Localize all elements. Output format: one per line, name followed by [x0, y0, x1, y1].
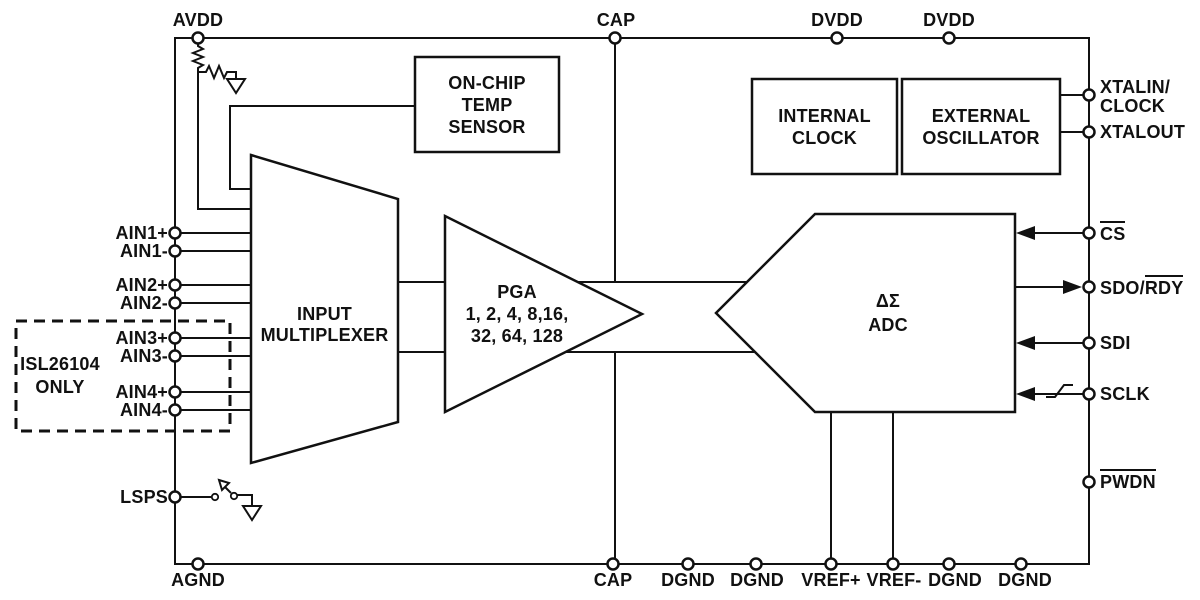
- pin-label-ain1n: AIN1-: [119, 241, 168, 261]
- pin-cs: [1082, 226, 1096, 240]
- adc-shape: [714, 212, 1017, 414]
- pin-sdi: [1082, 336, 1096, 350]
- pin-label-cap-top: CAP: [596, 10, 636, 30]
- pin-label-vrefp: VREF+: [801, 570, 861, 590]
- pin-xtalout: [1082, 125, 1096, 139]
- pin-sdo-rdy: [1082, 280, 1096, 294]
- pin-label-pwdn: PWDN: [1100, 469, 1156, 492]
- pin-label-dgnd2: DGND: [730, 570, 784, 590]
- pin-label-sdi: SDI: [1100, 333, 1131, 353]
- pin-vrefp: [824, 557, 838, 571]
- pin-ain4n: [168, 403, 182, 417]
- pin-label-ain4n: AIN4-: [119, 400, 168, 420]
- pin-label-dgnd3: DGND: [928, 570, 982, 590]
- input-multiplexer-label: INPUT MULTIPLEXER: [260, 304, 389, 345]
- temp-sensor-label: ON-CHIP TEMP SENSOR: [448, 72, 526, 137]
- pin-label-vrefn: VREF-: [866, 570, 922, 590]
- ground-icon: [225, 78, 247, 95]
- pin-avdd: [191, 31, 205, 45]
- pin-pwdn: [1082, 475, 1096, 489]
- pin-vrefn: [886, 557, 900, 571]
- pin-label-cs: CS: [1100, 221, 1126, 244]
- cs-arrow-icon: [1016, 226, 1035, 240]
- pga-shape: [443, 213, 645, 415]
- pin-label-ain3n: AIN3-: [119, 346, 168, 366]
- sclk-arrow-icon: [1016, 387, 1035, 401]
- pin-ain3n: [168, 349, 182, 363]
- serial-arrows: [1015, 226, 1083, 401]
- pin-dgnd4: [1014, 557, 1028, 571]
- pin-label-agnd: AGND: [171, 570, 225, 590]
- pin-label-sdo-rdy: SDO/RDY: [1100, 275, 1184, 298]
- bias-resistor-icon: [198, 63, 237, 81]
- pin-label-ain3p: AIN3+: [115, 328, 168, 348]
- pin-ain1n: [168, 244, 182, 258]
- pin-label-cap-bottom: CAP: [593, 570, 633, 590]
- pin-ain1p: [168, 226, 182, 240]
- pin-dvdd1: [830, 31, 844, 45]
- pin-cap-bottom: [606, 557, 620, 571]
- pin-dgnd1: [681, 557, 695, 571]
- pin-label-dvdd1: DVDD: [811, 10, 863, 30]
- adc-label: ΔΣ ADC: [868, 291, 908, 335]
- internal-clock-box: [750, 77, 899, 176]
- pin-cap-top: [608, 31, 622, 45]
- pin-label-ain4p: AIN4+: [115, 382, 168, 402]
- sdo-arrow-icon: [1063, 280, 1082, 294]
- pin-agnd: [191, 557, 205, 571]
- ground-icon: [241, 505, 263, 522]
- temp-sensor-trace: [229, 105, 415, 190]
- pin-label-ain2n: AIN2-: [119, 293, 168, 313]
- pin-circles: [168, 31, 1096, 571]
- pin-label-dgnd4: DGND: [998, 570, 1052, 590]
- input-multiplexer-shape: [249, 153, 400, 465]
- pin-label-sclk: SCLK: [1100, 384, 1150, 404]
- pin-dgnd3: [942, 557, 956, 571]
- ain-traces: [181, 232, 251, 411]
- pga-label: PGA 1, 2, 4, 8,16, 32, 64, 128: [465, 282, 569, 346]
- lsps-switch-icon: [181, 478, 263, 522]
- pin-label-dgnd1: DGND: [661, 570, 715, 590]
- pin-label-xtalin-clock: XTALIN/ CLOCK: [1100, 77, 1171, 116]
- external-oscillator-label: EXTERNAL OSCILLATOR: [922, 105, 1040, 148]
- pin-ain2p: [168, 278, 182, 292]
- internal-clock-label: INTERNAL CLOCK: [778, 105, 871, 148]
- pin-label-lsps: LSPS: [120, 487, 168, 507]
- external-oscillator-box: [900, 77, 1062, 176]
- isl26104-note: ISL26104 ONLY: [20, 354, 100, 397]
- temp-sensor-box: [413, 55, 561, 154]
- pin-lsps: [168, 490, 182, 504]
- sdi-arrow-icon: [1016, 336, 1035, 350]
- pin-dvdd2: [942, 31, 956, 45]
- pin-ain4p: [168, 385, 182, 399]
- pin-label-dvdd2: DVDD: [923, 10, 975, 30]
- pin-label-avdd: AVDD: [172, 10, 224, 30]
- slew-rate-icon: [1046, 384, 1073, 398]
- pin-ain3p: [168, 331, 182, 345]
- pin-sclk: [1082, 387, 1096, 401]
- pin-label-xtalout: XTALOUT: [1100, 122, 1186, 142]
- pin-ain2n: [168, 296, 182, 310]
- pin-label-ain2p: AIN2+: [115, 275, 168, 295]
- pin-label-ain1p: AIN1+: [115, 223, 168, 243]
- pin-dgnd2: [749, 557, 763, 571]
- avdd-resistor-icon: [190, 44, 251, 210]
- pin-xtalin: [1082, 88, 1096, 102]
